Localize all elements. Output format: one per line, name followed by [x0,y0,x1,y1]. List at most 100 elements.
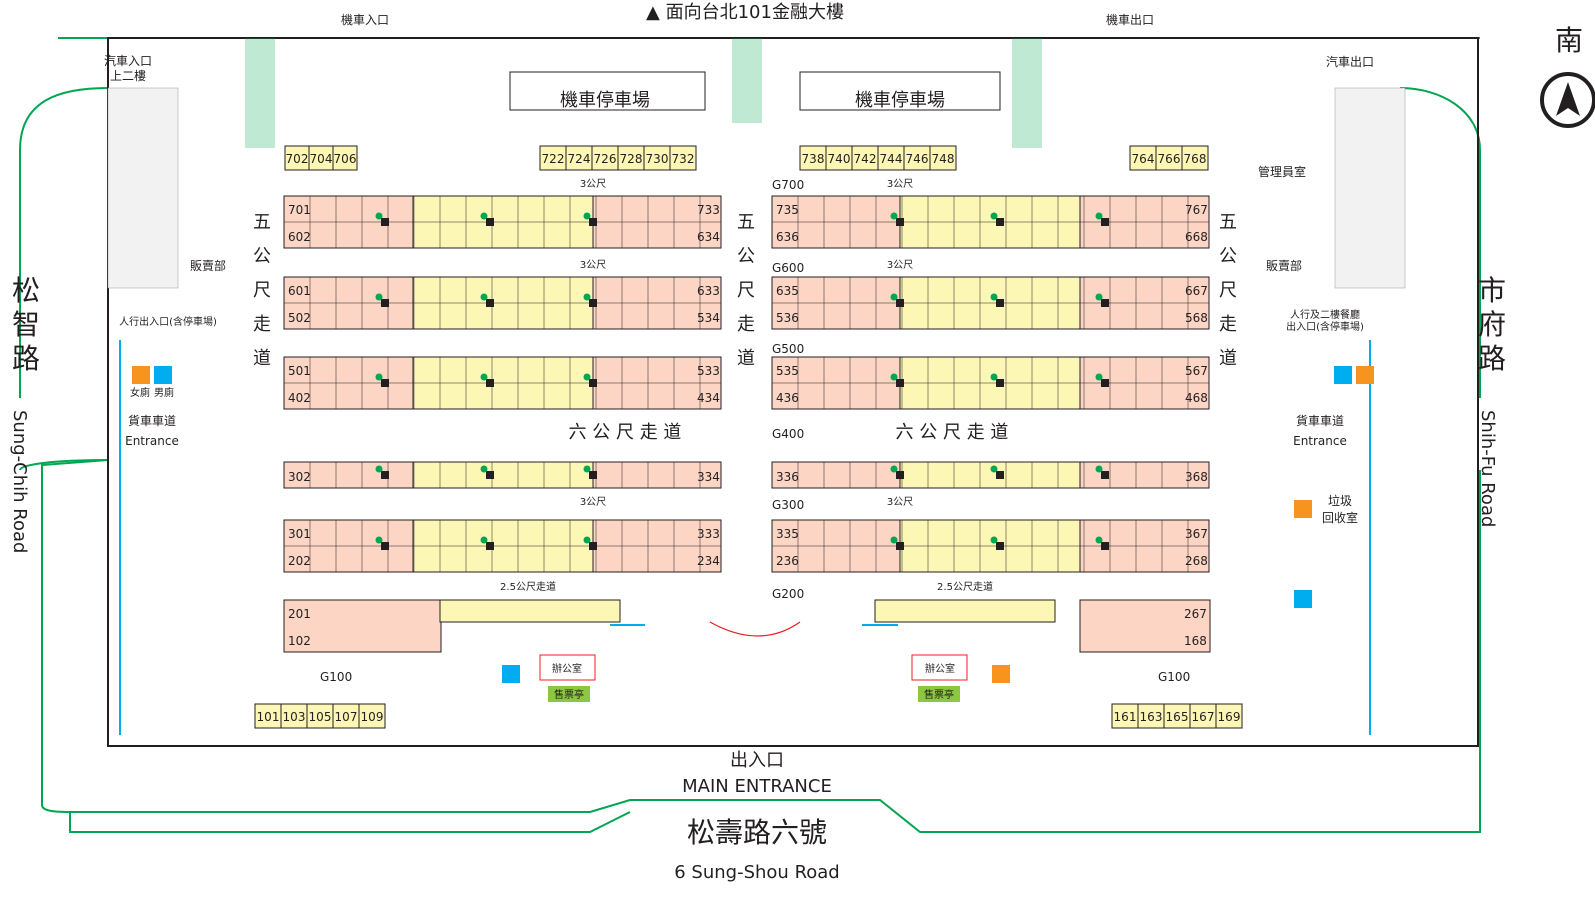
ped-left-label: 人行出入口(含停車場) [119,315,217,328]
booth-number: 567 [1185,364,1208,378]
booth-number: 268 [1185,554,1208,568]
zone-label: G300 [772,498,804,512]
green-marker [990,293,998,301]
booth-block-center [412,461,594,489]
booth-number: 236 [776,554,799,568]
shop-cell [643,145,671,171]
restroom-male-label: 男廁 [154,386,174,399]
green-marker [890,536,898,544]
pillar [486,471,494,479]
aisle-3ft-label: 3公尺 [887,178,913,190]
pillar [589,542,597,550]
aisle-2-5-right: 2.5公尺走道 [937,580,993,593]
ramp-left [107,87,179,289]
booth-number: 735 [776,203,799,217]
booth-number: 333 [697,527,720,541]
compass-char: 南 [1555,24,1583,57]
booth-number: 434 [697,391,720,405]
green-marker [990,465,998,473]
booth-number: 436 [776,391,799,405]
shop-number: 163 [1140,710,1163,724]
truck-lane-left-en: Entrance [125,434,179,448]
pillar [1101,379,1109,387]
pillar [486,299,494,307]
booth-number: 202 [288,554,311,568]
zone-label: G100 [320,670,352,684]
shop-cell [929,145,957,171]
pillar [589,379,597,387]
pillar [381,379,389,387]
shop-number: 744 [880,152,903,166]
pillar [1101,471,1109,479]
green-marker [480,212,488,220]
pillar [589,218,597,226]
booth-number: 402 [288,391,311,405]
aisle-char: 走 [737,314,755,335]
booth-number: 635 [776,284,799,298]
pillar [896,542,904,550]
booth-number: 501 [288,364,311,378]
aisle-char: 走 [253,314,271,335]
booth-block [1079,599,1211,653]
green-marker [1095,465,1103,473]
office-right-label: 辦公室 [925,662,955,675]
booth-number: 733 [697,203,720,217]
aisle-2-5-left: 2.5公尺走道 [500,580,556,593]
shop-cell [1163,703,1191,729]
booth-number: 301 [288,527,311,541]
truck-lane-left: 貨車車道 [128,413,176,428]
booth-number: 335 [776,527,799,541]
green-marker [375,212,383,220]
booth-number: 535 [776,364,799,378]
aisle-char: 道 [1219,348,1237,369]
shop-number: 742 [854,152,877,166]
booth-rows: 7016027336347356367676686015026335346355… [283,195,1211,653]
booth-number: 368 [1185,470,1208,484]
booth-number: 234 [697,554,720,568]
ramp-right [1334,87,1406,289]
shop-cell [877,145,905,171]
booth-number: 336 [776,470,799,484]
shop-cell [1189,703,1217,729]
ticket-left-label: 售票亭 [554,688,584,701]
pillar [486,542,494,550]
green-marker [375,373,383,381]
booth-number: 634 [697,230,720,244]
zone-label: G700 [772,178,804,192]
shop-number: 103 [283,710,306,724]
moto-parking-right: 機車停車場 [855,90,945,111]
green-marker [1095,373,1103,381]
building-outline [107,37,1479,747]
truck-lane-right-en: Entrance [1293,434,1347,448]
green-marker [990,373,998,381]
green-marker [1095,212,1103,220]
shop-number: 101 [257,710,280,724]
green-marker [890,465,898,473]
green-marker [480,465,488,473]
aisle-char: 尺 [1219,280,1237,301]
shop-number: 766 [1158,152,1181,166]
zone-label: G200 [772,587,804,601]
aisle-char: 公 [253,246,271,267]
aisle-char: 道 [737,348,755,369]
pillar [381,299,389,307]
shop-number: 724 [568,152,591,166]
shop-number: 730 [646,152,669,166]
zebra-bands [245,38,1042,148]
shop-number: 746 [906,152,929,166]
truck-lane-right: 貨車車道 [1296,413,1344,428]
facing-label: ▲ 面向台北101金融大樓 [646,2,844,23]
pillar [589,299,597,307]
moto-rack-left [509,71,706,111]
aisle-char: 五 [253,212,271,233]
green-marker [480,293,488,301]
aisle-3ft-label: 3公尺 [887,259,913,271]
booth-number: 502 [288,311,311,325]
shop-number: 706 [334,152,357,166]
street-bottom-en: 6 Sung-Shou Road [674,862,839,883]
street-bottom-cn: 松壽路六號 [687,816,827,849]
office-left [539,654,596,702]
booth-number: 468 [1185,391,1208,405]
restroom-badges [132,366,1374,683]
